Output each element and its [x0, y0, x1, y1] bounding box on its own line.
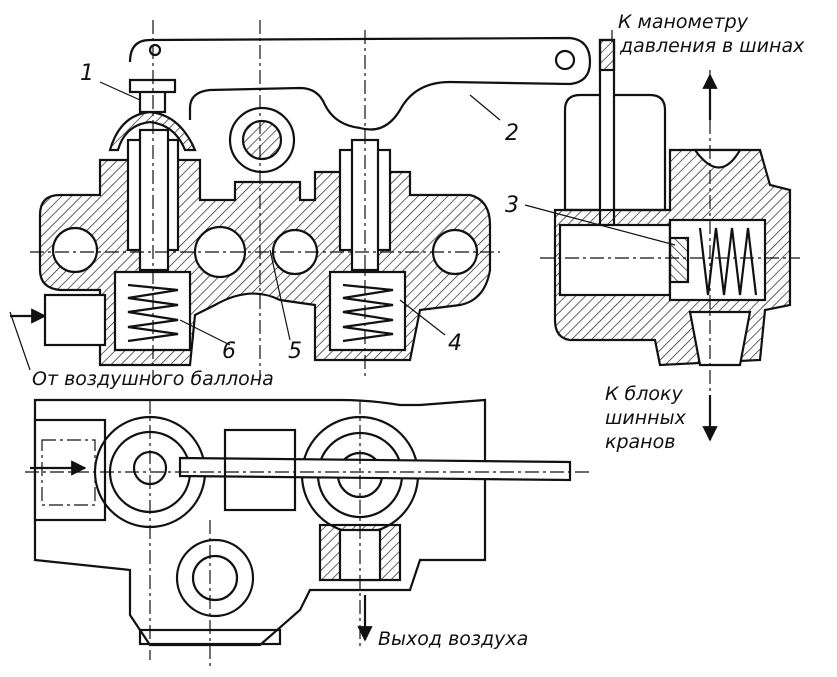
leader-1 [99, 81, 141, 101]
plan-inlet-boss [33, 418, 107, 522]
leader-4 [399, 299, 446, 336]
adjust-screw-head [128, 78, 177, 94]
left-spring [127, 283, 179, 343]
label-1: 1 [80, 61, 94, 86]
plan-view [25, 398, 590, 668]
plan-inlet-hidden [41, 439, 96, 506]
caption-air-outlet: Выход воздуха [378, 628, 528, 650]
leader-5 [269, 249, 291, 341]
label-2: 2 [505, 121, 519, 146]
caption-tire-valves-line1: К блоку [605, 383, 683, 405]
caption-gauge-line1: К манометру [618, 11, 749, 33]
inlet-leader [9, 311, 31, 371]
plan-lever-rod [178, 456, 572, 482]
bolt-hole-left [51, 226, 99, 274]
gauge-pipe-top [598, 38, 616, 72]
label-5: 5 [288, 339, 302, 364]
valve-body-section [9, 20, 592, 380]
leader-2 [469, 94, 501, 121]
diaphragm-cap [108, 110, 197, 152]
plan-lever-block [223, 428, 297, 512]
side-bore [558, 223, 672, 297]
side-section [524, 30, 800, 442]
housing-body [38, 158, 492, 367]
lever-boss [228, 106, 296, 174]
caption-tire-valves-line3: кранов [605, 431, 675, 453]
inlet-port [43, 293, 107, 347]
right-spring [342, 283, 394, 343]
lever-pivot-left [148, 43, 162, 57]
label-4: 4 [448, 331, 462, 356]
side-spring [698, 227, 758, 296]
lever-pivot-right [554, 49, 576, 71]
valve-seat-3 [668, 236, 690, 284]
leader-3 [524, 204, 676, 246]
lower-port [688, 310, 752, 367]
lever-2 [128, 36, 592, 131]
plan-lower-port [175, 538, 255, 618]
caption-air-tank: От воздушного баллона [32, 368, 274, 390]
upper-port [692, 148, 742, 169]
label-3: 3 [505, 193, 519, 218]
bolt-hole-mid-left [193, 225, 247, 279]
plan-lower-port-inner [191, 554, 239, 602]
label-6: 6 [222, 339, 236, 364]
lever-shaft [241, 119, 283, 161]
left-plunger [138, 128, 170, 272]
caption-gauge-line2: давления в шинах [619, 35, 805, 57]
caption-tire-valves-line2: шинных [605, 407, 687, 429]
leader-6 [179, 319, 231, 346]
